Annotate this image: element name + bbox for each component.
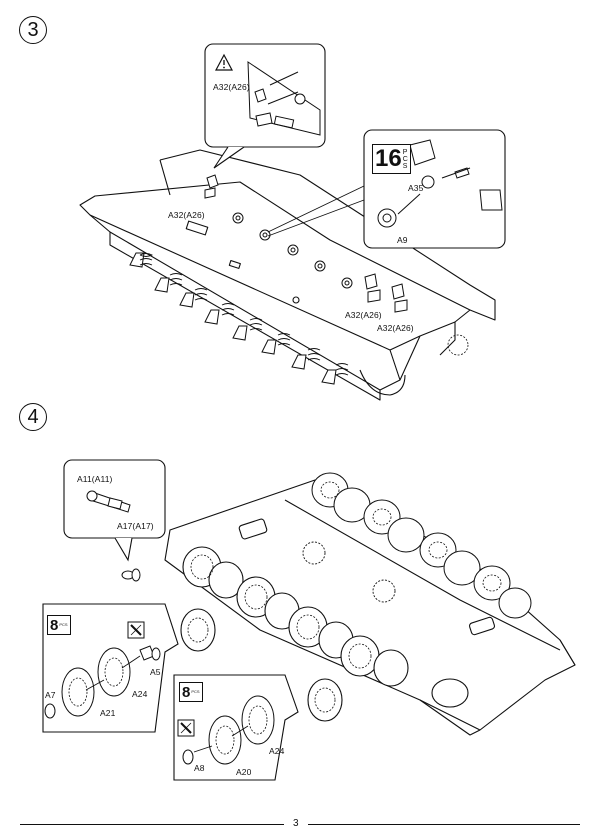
footer-rule-left — [20, 824, 284, 825]
hull-part-label-3: A32(A26) — [377, 323, 414, 333]
qty-badge-16: 16 P C S — [372, 144, 411, 174]
part-label-a9: A9 — [397, 235, 408, 245]
qty-count-a: 8 — [50, 616, 59, 634]
warning-triangle-icon — [215, 53, 233, 71]
cement-glue-icon — [127, 621, 145, 639]
step-3-badge: 3 — [19, 16, 47, 44]
qty-unit-a: PCS — [59, 622, 68, 627]
step-4-number: 4 — [27, 406, 39, 428]
step-3-number: 3 — [27, 19, 39, 41]
part-label-a5: A5 — [150, 667, 161, 677]
qty-badge-8-a: 8 PCS — [47, 615, 71, 635]
part-label-a8: A8 — [194, 763, 205, 773]
part-label-a35: A35 — [408, 183, 424, 193]
qty-badge-8-b: 8 PCS — [179, 682, 203, 702]
part-label-a7: A7 — [45, 690, 56, 700]
hull-part-label-2: A32(A26) — [345, 310, 382, 320]
qty-unit-c: C — [402, 155, 408, 163]
part-label-a20: A20 — [236, 767, 252, 777]
part-label-a11: A11(A11) — [77, 474, 113, 484]
part-label-a24-b: A24 — [269, 746, 285, 756]
footer-rule-right — [308, 824, 580, 825]
qty-unit-s: S — [402, 162, 408, 170]
qty-unit: P C S — [403, 149, 408, 170]
qty-unit-b: PCS — [191, 689, 200, 694]
part-label-a17: A17(A17) — [117, 521, 154, 531]
qty-count-b: 8 — [182, 683, 191, 701]
hull-part-label-1: A32(A26) — [168, 210, 205, 220]
page-number: 3 — [293, 818, 299, 829]
part-label-a24-a: A24 — [132, 689, 148, 699]
step-4-badge: 4 — [19, 403, 47, 431]
part-label-a21: A21 — [100, 708, 116, 718]
qty-unit-p: P — [402, 148, 408, 156]
part-label-warning: A32(A26) — [213, 82, 250, 92]
cement-glue-icon — [177, 719, 195, 737]
qty-count: 16 — [375, 145, 402, 172]
